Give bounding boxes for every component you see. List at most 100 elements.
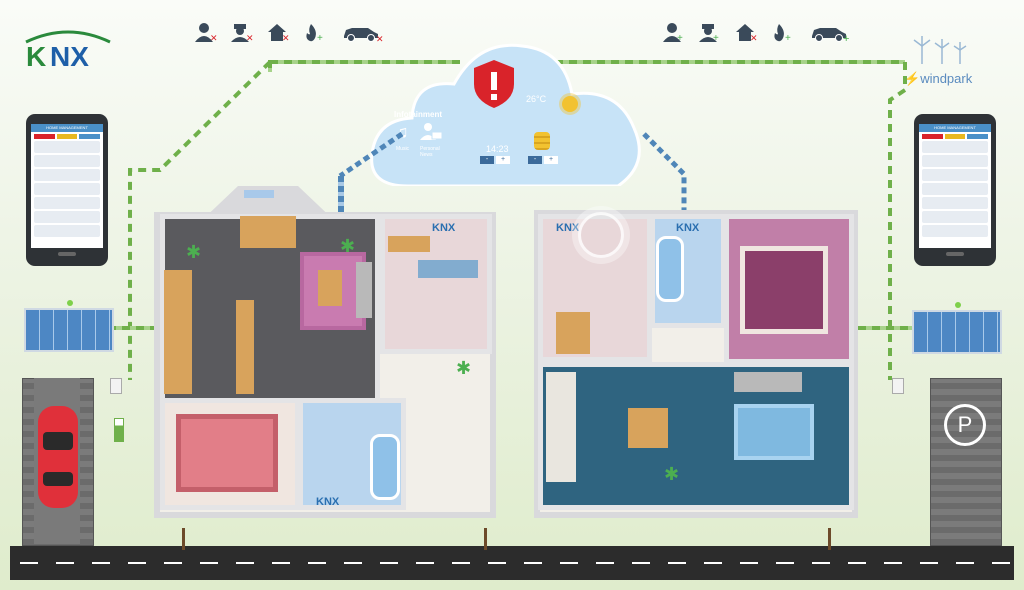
blue-mat [418, 260, 478, 278]
plant-icon: ✱ [456, 358, 472, 378]
bed-left [176, 414, 278, 492]
windpark: ⚡windpark [904, 34, 984, 90]
alert-shield-icon[interactable] [470, 58, 518, 110]
coins-plus-button[interactable]: + [544, 156, 558, 164]
solar-status-dot [955, 302, 961, 308]
tablet-left-screen[interactable]: HOME MANAGEMENT [31, 124, 103, 248]
sun-icon [562, 96, 578, 112]
solar-status-dot [67, 300, 73, 306]
network-line [270, 60, 460, 64]
bolt-icon: ⚡ [904, 71, 921, 86]
personal-news-icon[interactable] [418, 122, 444, 142]
infotainment-label: Infotainment [394, 110, 442, 119]
bed-right [740, 246, 828, 334]
coins-icon [534, 132, 550, 150]
knx-badge: KNX [676, 222, 700, 234]
fire-add-icon: + [306, 24, 323, 42]
tablet-right[interactable]: HOME MANAGEMENT [914, 114, 996, 266]
time-readout: 14:23 [486, 144, 509, 154]
panel-line-left [108, 326, 154, 330]
sofa-right [734, 372, 802, 392]
network-line [555, 60, 905, 64]
street-lamp [828, 528, 831, 550]
bathtub [656, 236, 684, 302]
network-line [268, 60, 272, 72]
svg-text:+: + [843, 33, 849, 42]
person-add-icon: + [663, 23, 683, 42]
tablet-left[interactable]: HOME MANAGEMENT [26, 114, 108, 266]
tablet-right-title: HOME MANAGEMENT [919, 124, 991, 132]
burglar-remove-icon: ✕ [231, 24, 254, 42]
charger-box [892, 378, 904, 394]
wind-turbine-icon [913, 36, 967, 64]
sensor-signal-icon [578, 212, 624, 258]
cloud-link-left-diag [338, 131, 404, 179]
office-desk [556, 312, 590, 354]
kitchen-counter-right [546, 372, 576, 482]
cloud-link-right [642, 132, 687, 218]
svg-text:✕: ✕ [210, 33, 218, 42]
status-icons-right: + + ✕ + + [662, 22, 854, 42]
rug-right [734, 404, 814, 460]
svg-text:✕: ✕ [282, 33, 290, 42]
coins-minus-button[interactable]: - [528, 156, 542, 164]
svg-text:✕: ✕ [376, 34, 384, 42]
svg-text:+: + [785, 33, 791, 42]
desk [388, 236, 430, 252]
cloud-panel [370, 43, 641, 186]
street-lamp [484, 528, 487, 550]
car-add-icon: + [812, 28, 849, 42]
temperature-readout: 26°C [526, 94, 547, 104]
plant-icon: ✱ [340, 236, 356, 256]
svg-text:K: K [26, 41, 46, 70]
knx-logo: K NX [20, 26, 116, 72]
time-plus-button[interactable]: + [496, 156, 510, 164]
svg-text:+: + [713, 33, 719, 42]
svg-text:✕: ✕ [246, 33, 254, 42]
cloud-link-left [338, 176, 344, 218]
study-room [380, 214, 492, 354]
svg-text:+: + [317, 33, 323, 42]
knx-badge: KNX [556, 222, 580, 234]
svg-text:✕: ✕ [750, 33, 758, 42]
street-lamp [182, 528, 185, 550]
road [10, 546, 1014, 580]
bathtub [370, 434, 400, 500]
plant-icon: ✱ [186, 242, 202, 262]
knx-logo-graphic: K NX [25, 30, 111, 72]
kitchen-island [236, 300, 254, 394]
plant-icon: ✱ [664, 464, 680, 484]
status-icons-left: ✕ ✕ ✕ + ✕ [194, 22, 386, 42]
person-remove-icon: ✕ [195, 23, 218, 42]
home-remove-icon: ✕ [268, 24, 290, 42]
parking-sign: P [944, 404, 986, 446]
dining-table-right [628, 408, 668, 448]
tablet-left-title: HOME MANAGEMENT [31, 124, 103, 132]
home-remove-icon: ✕ [736, 24, 758, 42]
knx-badge: KNX [316, 496, 340, 508]
dining-table [240, 216, 296, 248]
network-line-left [128, 60, 272, 380]
solar-panel-left [24, 308, 114, 352]
coffee-table [318, 270, 342, 306]
time-minus-button[interactable]: - [480, 156, 494, 164]
music-label: Music [396, 146, 410, 152]
network-line-right [888, 62, 907, 380]
kitchen-counter [164, 270, 192, 394]
tablet-left-home-button[interactable] [58, 252, 76, 256]
fire-add-icon: + [774, 24, 791, 42]
battery-icon [114, 418, 124, 442]
tablet-right-screen[interactable]: HOME MANAGEMENT [919, 124, 991, 248]
windpark-label: windpark [920, 71, 973, 86]
red-car-icon[interactable] [34, 404, 82, 510]
svg-text:+: + [677, 33, 683, 42]
burglar-add-icon: + [699, 24, 719, 42]
panel-line-right [858, 326, 912, 330]
charger-box [110, 378, 122, 394]
tablet-right-home-button[interactable] [946, 252, 964, 256]
solar-panel-right [912, 310, 1002, 354]
sofa [356, 262, 372, 318]
car-remove-icon: ✕ [344, 28, 384, 42]
svg-text:NX: NX [50, 41, 89, 70]
personal-news-label: Personal News [420, 146, 440, 158]
